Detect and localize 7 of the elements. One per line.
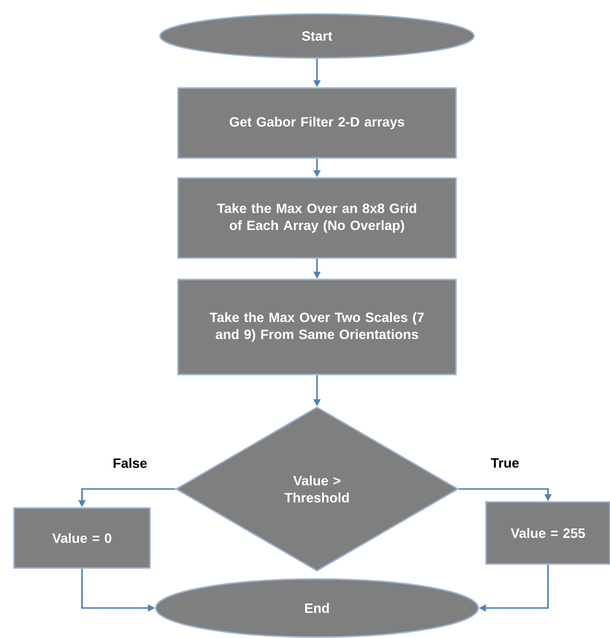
process-box: Get Gabor Filter 2-D arrays	[177, 87, 457, 159]
process-box: Value = 0	[13, 507, 151, 569]
edge-label: False	[112, 457, 148, 469]
process-box: Take the Max Over Two Scales (7 and 9) From Same Orientations	[177, 278, 457, 376]
edge-label: True	[490, 457, 520, 469]
process-box: Take the Max Over an 8x8 Grid of Each Array (No Overlap)	[177, 177, 457, 259]
process-box: Value = 255	[485, 501, 610, 565]
